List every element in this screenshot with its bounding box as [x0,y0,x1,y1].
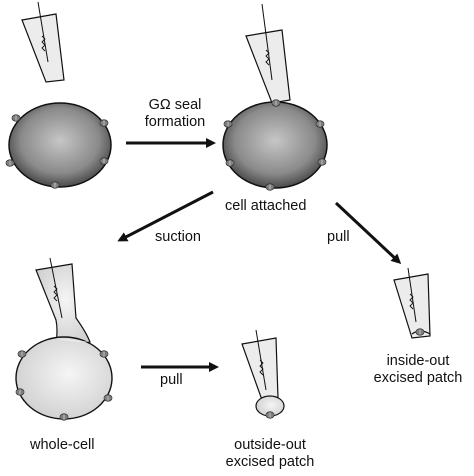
whole-cell-configuration [15,257,113,421]
outside-out-configuration [241,329,285,419]
outside-out-label-line1: outside-out [234,437,306,453]
pull-bottom-label: pull [160,372,183,388]
whole-cell-label: whole-cell [30,437,95,453]
inside-out-label-line1: inside-out [386,353,450,369]
inside-out-configuration [393,267,431,339]
cell-attached [222,99,328,191]
outside-out-label-line2: excised patch [225,454,315,470]
pipette-approach [21,1,65,83]
pull-right-label: pull [327,229,350,245]
seal-formation-label-line2: formation [144,114,206,130]
pipette-sealed [245,3,291,104]
suction-label: suction [155,229,201,245]
cell-attached-label: cell attached [225,198,307,214]
inside-out-label-line2: excised patch [373,370,463,386]
arrow-pull-right [334,201,402,265]
seal-formation-label-line1: GΩ seal [148,97,202,113]
cell-intact [5,102,112,189]
arrow-suction [117,190,214,242]
